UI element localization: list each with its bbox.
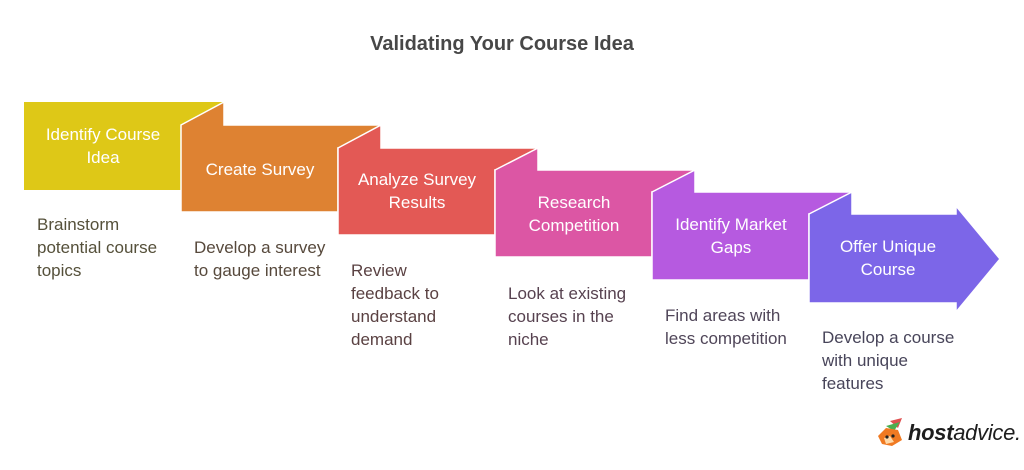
- diagram-title: Validating Your Course Idea: [370, 33, 634, 55]
- step-3-label: Analyze Survey Results: [357, 170, 477, 212]
- logo-text-regular: advice.: [953, 420, 1021, 445]
- step-6-arrow-shape: [808, 190, 1001, 315]
- step-5-label: Identify Market Gaps: [675, 215, 787, 257]
- step-1-label: Identify Course Idea: [45, 125, 161, 167]
- step-2-label: Create Survey: [205, 159, 315, 179]
- step-4-label: Research Competition: [528, 193, 620, 235]
- step-6-label: Offer Unique Course: [839, 237, 937, 279]
- fox-mascot-icon: [878, 418, 902, 446]
- logo-text-bold: host: [908, 420, 954, 445]
- hostadvice-logo: hostadvice.: [876, 418, 1021, 448]
- step-1-description: Brainstorm potential course topics: [37, 215, 158, 280]
- logo-text: hostadvice.: [908, 420, 1021, 446]
- step-4-description: Look at existing courses in the niche: [508, 284, 627, 349]
- step-3-description: Review feedback to understand demand: [351, 261, 439, 349]
- step-5-description: Find areas with less competition: [665, 306, 787, 348]
- step-2-description: Develop a survey to gauge interest: [194, 238, 326, 280]
- step-1-shape: [24, 102, 224, 190]
- step-6-description: Develop a course with unique features: [822, 328, 955, 393]
